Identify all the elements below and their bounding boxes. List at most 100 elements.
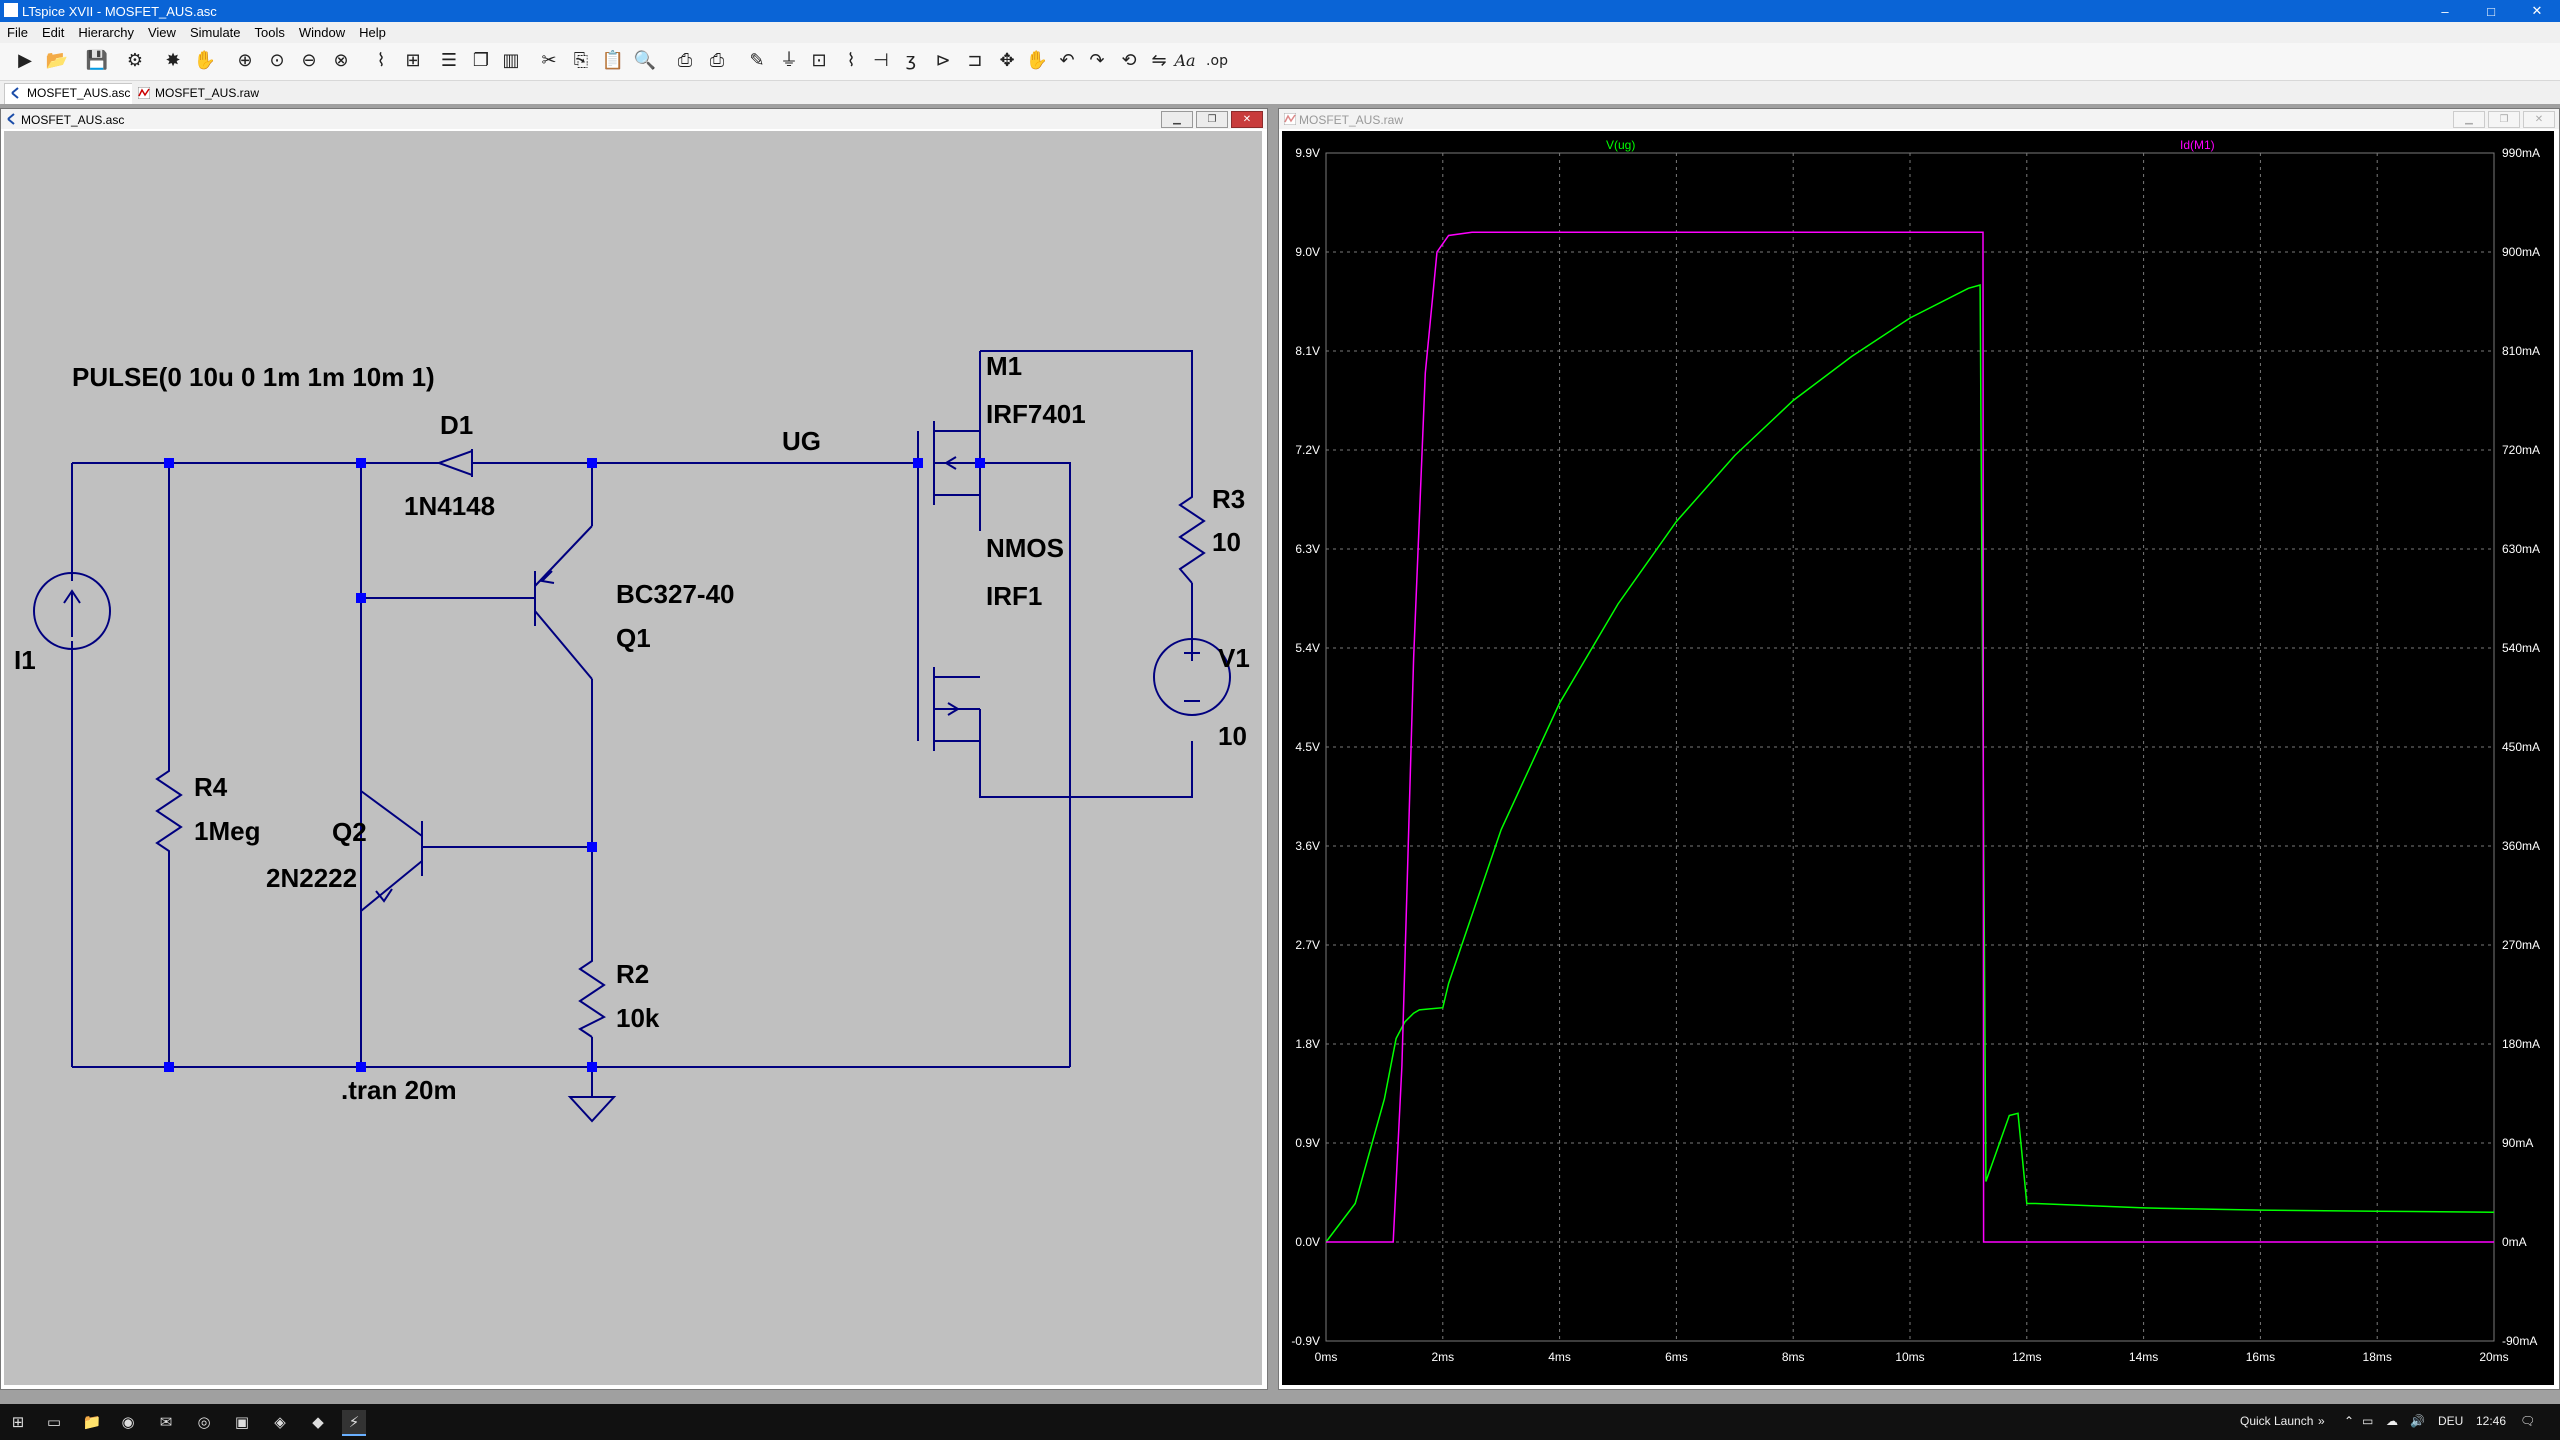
title-bar: LTspice XVII - MOSFET_AUS.asc – □ ✕ bbox=[0, 0, 2560, 22]
waveform-close-button[interactable]: ✕ bbox=[2523, 111, 2555, 128]
text-tool-icon[interactable]: Aa bbox=[1174, 51, 1196, 70]
open-folder-icon[interactable]: 📂 bbox=[45, 50, 69, 71]
volume-icon[interactable]: 🔊 bbox=[2410, 1414, 2425, 1428]
zoom-in-icon[interactable]: ⊕ bbox=[237, 50, 253, 71]
tab-waveform[interactable]: MOSFET_AUS.raw bbox=[132, 83, 267, 105]
copy-icon[interactable]: ⎘ bbox=[573, 50, 589, 71]
app-icon[interactable]: ▣ bbox=[234, 1413, 250, 1431]
notification-icon[interactable]: 🗨 bbox=[2520, 1414, 2536, 1428]
y-right-tick-label: 990mA bbox=[2502, 146, 2540, 160]
run-icon[interactable]: ▶ bbox=[18, 50, 32, 71]
schematic-minimize-button[interactable]: ▁ bbox=[1161, 111, 1193, 128]
file-explorer-icon[interactable]: 📁 bbox=[82, 1413, 102, 1431]
paste-icon[interactable]: 📋 bbox=[601, 50, 625, 71]
zoom-out-icon[interactable]: ⊖ bbox=[301, 50, 317, 71]
chevron-icon[interactable]: » bbox=[2318, 1414, 2325, 1428]
zoom-fit-icon[interactable]: ⊙ bbox=[269, 50, 285, 71]
schematic-restore-button[interactable]: ❐ bbox=[1196, 111, 1228, 128]
control-panel-icon[interactable]: ⚙ bbox=[126, 50, 144, 71]
tran-directive: .tran 20m bbox=[341, 1075, 457, 1105]
x-tick-label: 16ms bbox=[2246, 1350, 2275, 1364]
menu-help[interactable]: Help bbox=[359, 25, 386, 40]
start-icon[interactable]: ⊞ bbox=[11, 1413, 25, 1431]
autorange-icon[interactable]: ⌇ bbox=[376, 50, 386, 71]
maximize-button[interactable]: □ bbox=[2487, 3, 2495, 19]
chevron-up-icon[interactable]: ⌃ bbox=[2344, 1414, 2355, 1428]
plot-settings-icon[interactable]: ⊞ bbox=[405, 50, 421, 71]
schematic-icon bbox=[11, 87, 19, 99]
menu-hierarchy[interactable]: Hierarchy bbox=[78, 25, 134, 40]
acrobat-icon[interactable]: ◆ bbox=[312, 1413, 324, 1431]
menu-file[interactable]: File bbox=[7, 25, 28, 40]
junctions bbox=[164, 458, 985, 1072]
junction-dot bbox=[587, 1062, 597, 1072]
q1-label: Q1 bbox=[616, 623, 651, 653]
quick-launch-label[interactable]: Quick Launch bbox=[2240, 1414, 2314, 1428]
y-right-tick-label: 630mA bbox=[2502, 542, 2540, 556]
d1-label: D1 bbox=[440, 410, 473, 440]
schematic-canvas[interactable]: PULSE(0 10u 0 1m 1m 10m 1) I1 R4 1Meg D1… bbox=[4, 131, 1262, 1385]
language-indicator[interactable]: DEU bbox=[2438, 1414, 2464, 1428]
waveform-minimize-button[interactable]: ▁ bbox=[2453, 111, 2485, 128]
mirror-icon[interactable]: ⇋ bbox=[1151, 50, 1167, 71]
ltspice-taskbar-icon[interactable]: ⚡ bbox=[342, 1410, 366, 1436]
trace-label-vug[interactable]: V(ug) bbox=[1606, 138, 1635, 152]
cloud-icon[interactable]: ☁ bbox=[2386, 1414, 2398, 1428]
redo-icon[interactable]: ↷ bbox=[1089, 50, 1105, 71]
draw-wire-icon[interactable]: ✎ bbox=[749, 50, 765, 71]
cascade-icon[interactable]: ❐ bbox=[472, 50, 490, 71]
rotate-icon[interactable]: ⟲ bbox=[1121, 50, 1137, 71]
halt-icon[interactable]: ✸ bbox=[165, 50, 181, 71]
x-tick-label: 14ms bbox=[2129, 1350, 2158, 1364]
r3-value: 10 bbox=[1212, 527, 1241, 557]
menu-edit[interactable]: Edit bbox=[41, 25, 65, 40]
move-icon[interactable]: ✥ bbox=[999, 50, 1015, 71]
clock[interactable]: 12:46 bbox=[2476, 1414, 2507, 1428]
ground-icon[interactable]: ⏚ bbox=[780, 50, 798, 71]
pan-hand-icon[interactable]: ✋ bbox=[193, 50, 217, 71]
diode-icon[interactable]: ⊳ bbox=[935, 50, 951, 71]
x-tick-label: 0ms bbox=[1315, 1350, 1338, 1364]
app-icon[interactable]: ◎ bbox=[197, 1413, 211, 1431]
outlook-icon[interactable]: ✉ bbox=[159, 1413, 173, 1431]
print-icon[interactable]: ⎙ bbox=[677, 50, 693, 71]
y-right-tick-label: 270mA bbox=[2502, 938, 2540, 952]
resistor-r3 bbox=[1178, 485, 1206, 584]
menu-tools[interactable]: Tools bbox=[254, 25, 285, 40]
x-tick-label: 18ms bbox=[2363, 1350, 2392, 1364]
ug-net-label: UG bbox=[782, 426, 821, 456]
component-icon[interactable]: ⊐ bbox=[967, 50, 983, 71]
cut-icon[interactable]: ✂ bbox=[541, 50, 557, 71]
capacitor-icon[interactable]: ⊣ bbox=[873, 50, 889, 71]
inductor-icon[interactable]: ʒ bbox=[905, 50, 917, 71]
menu-simulate[interactable]: Simulate bbox=[189, 25, 241, 40]
schematic-close-button[interactable]: ✕ bbox=[1231, 111, 1263, 128]
edge-icon[interactable]: ◉ bbox=[121, 1413, 135, 1431]
app-icon[interactable]: ◈ bbox=[274, 1413, 286, 1431]
menu-window[interactable]: Window bbox=[298, 25, 346, 40]
r2-label: R2 bbox=[616, 959, 649, 989]
task-view-icon[interactable]: ▭ bbox=[46, 1413, 62, 1431]
find-icon[interactable]: 🔍 bbox=[633, 50, 657, 71]
trace-label-id[interactable]: Id(M1) bbox=[2180, 138, 2215, 152]
spice-directive-icon[interactable]: .op bbox=[1206, 53, 1228, 69]
minimize-button[interactable]: – bbox=[2441, 3, 2449, 19]
tile-horizontal-icon[interactable]: ☰ bbox=[440, 50, 458, 71]
v1-label: V1 bbox=[1218, 643, 1250, 673]
waveform-restore-button[interactable]: ❐ bbox=[2488, 111, 2520, 128]
label-net-icon[interactable]: ⊡ bbox=[811, 50, 827, 71]
drag-icon[interactable]: ✋ bbox=[1025, 50, 1049, 71]
menu-view[interactable]: View bbox=[147, 25, 176, 40]
tab-schematic[interactable]: MOSFET_AUS.asc bbox=[4, 83, 138, 105]
network-icon[interactable]: ▭ bbox=[2362, 1414, 2374, 1428]
undo-icon[interactable]: ↶ bbox=[1059, 50, 1075, 71]
zoom-cancel-icon[interactable]: ⊗ bbox=[333, 50, 349, 71]
close-button[interactable]: ✕ bbox=[2531, 3, 2543, 18]
resistor-icon[interactable]: ⌇ bbox=[846, 50, 856, 71]
save-icon[interactable]: 💾 bbox=[85, 50, 109, 71]
tile-vertical-icon[interactable]: ▥ bbox=[502, 50, 520, 71]
irf1-label: IRF1 bbox=[986, 581, 1042, 611]
print-preview-icon[interactable]: ⎙ bbox=[709, 50, 725, 71]
